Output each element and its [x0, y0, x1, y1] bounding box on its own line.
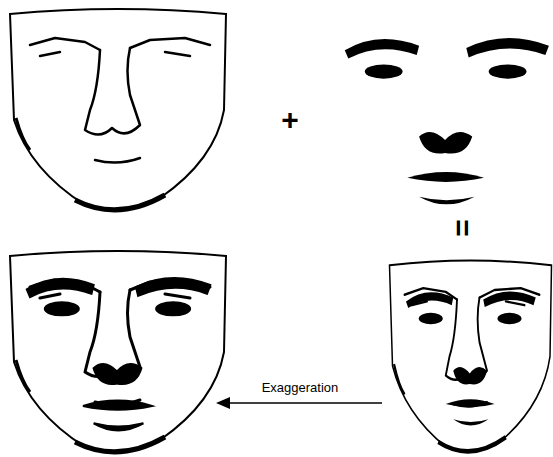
plus-sign: + — [281, 105, 299, 135]
feature-face — [345, 38, 549, 204]
sketch-face — [10, 9, 226, 210]
equals-sign: = — [447, 219, 477, 237]
process-label: Exaggeration — [262, 381, 339, 394]
exaggeration-arrow — [216, 397, 382, 409]
combined-face — [390, 261, 552, 452]
exaggerated-face — [10, 251, 226, 452]
